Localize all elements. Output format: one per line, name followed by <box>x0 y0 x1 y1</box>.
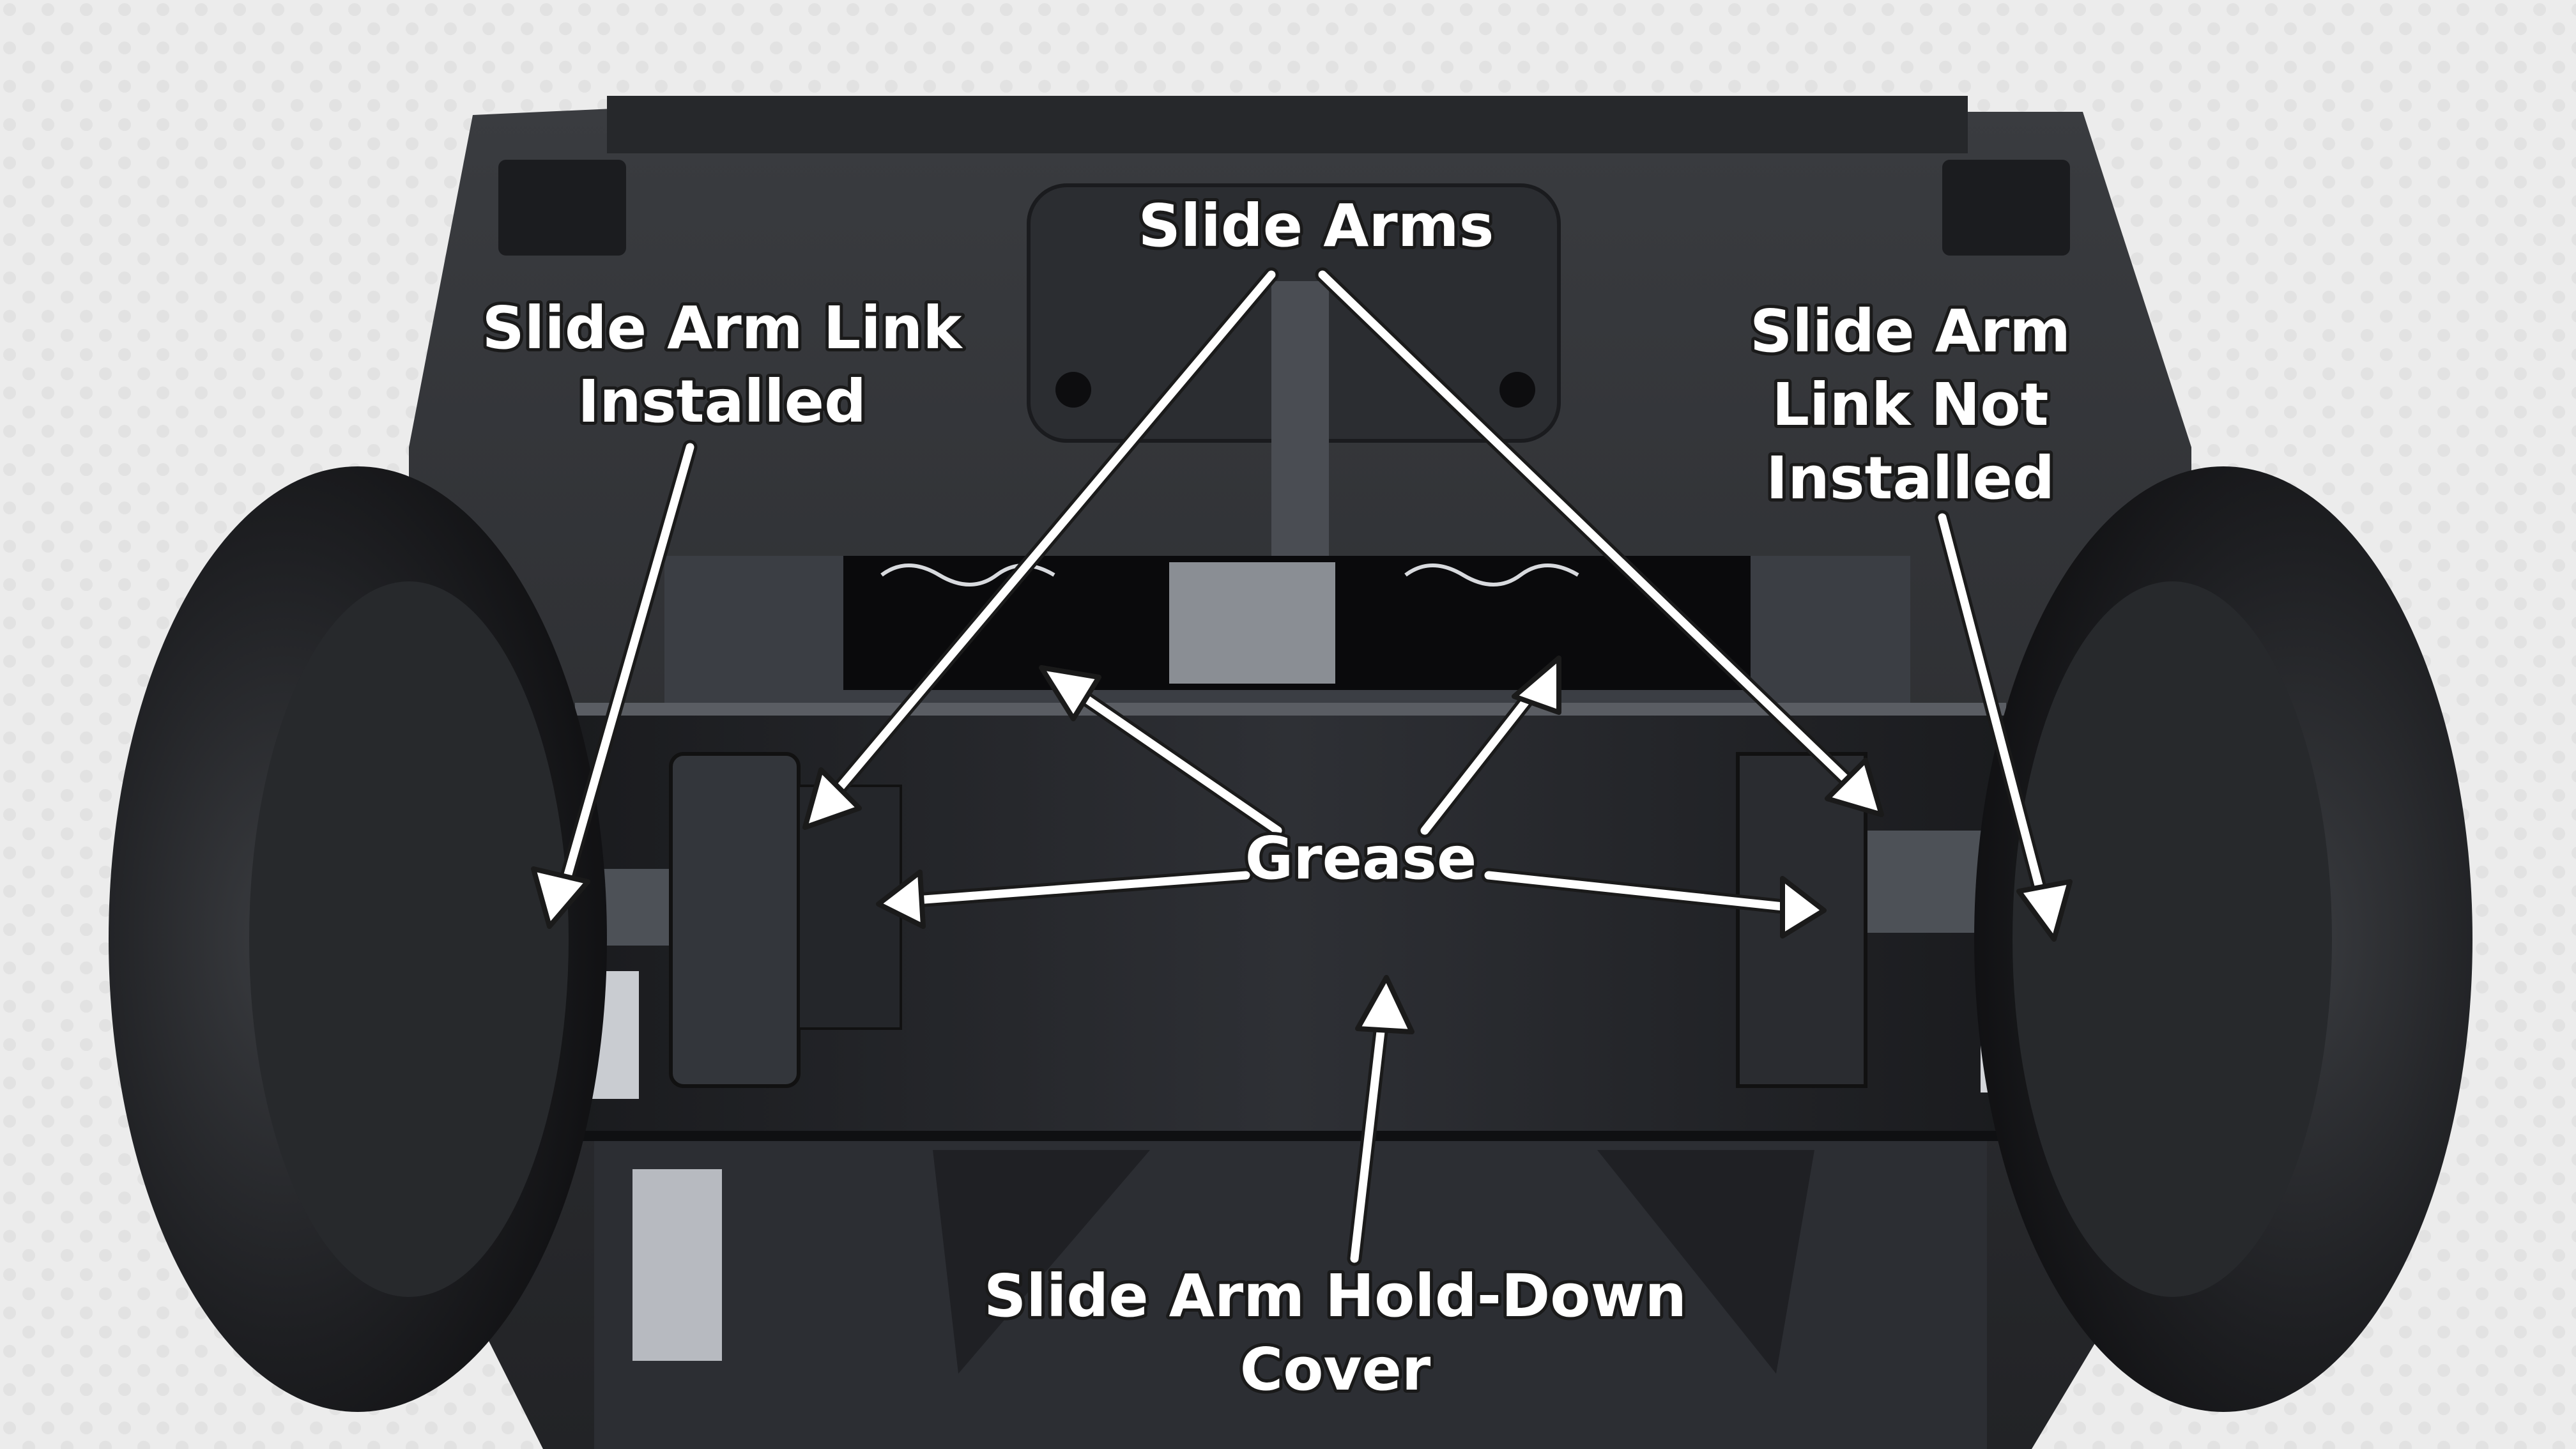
left-tire-face <box>249 581 569 1297</box>
lower-light-left <box>632 1169 722 1361</box>
label-link-installed-line2: Installed <box>578 367 866 436</box>
mount-hole-left <box>1055 372 1091 408</box>
corner-block-left <box>498 160 626 256</box>
top-plate <box>607 96 1968 153</box>
label-grease: Grease <box>1245 824 1477 893</box>
left-gear <box>669 752 801 1088</box>
label-link-not-installed-line1: Slide Arm <box>1750 297 2071 365</box>
lower-ribs <box>933 1150 1814 1374</box>
label-link-not-installed-line3: Installed <box>1766 444 2055 512</box>
label-slide-arms: Slide Arms <box>1138 192 1494 260</box>
arrows <box>555 267 2052 1266</box>
cover-top-edge <box>575 703 2006 716</box>
label-link-installed-line1: Slide Arm Link <box>482 294 963 362</box>
center-slot <box>1271 281 1329 575</box>
label-link-not-installed-line2: Link Not <box>1772 371 2048 439</box>
center-light <box>1169 562 1335 684</box>
mount-hole-right <box>1499 372 1535 408</box>
right-tire-face <box>2012 581 2332 1297</box>
corner-block-right <box>1942 160 2070 256</box>
arrowheads <box>531 656 2073 1034</box>
label-hold-down-cover-line2: Cover <box>1240 1335 1431 1404</box>
cover-bottom-edge <box>575 1131 2006 1141</box>
label-hold-down-cover-line1: Slide Arm Hold-Down <box>984 1262 1687 1330</box>
